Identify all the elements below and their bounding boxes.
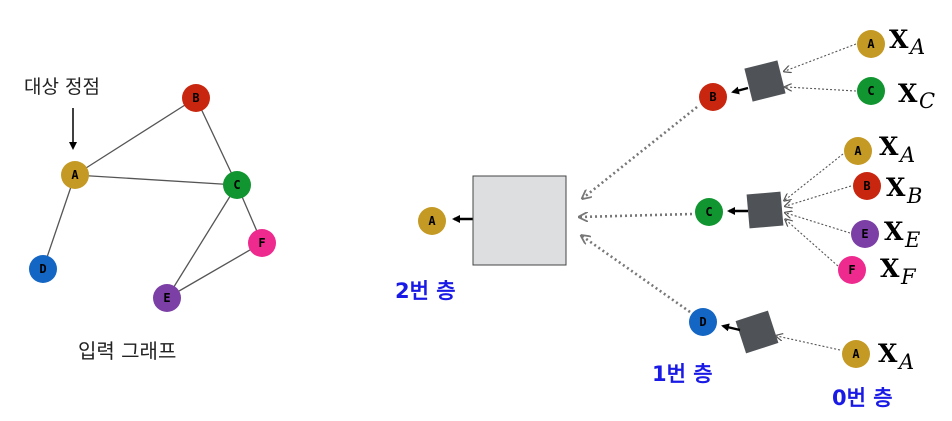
- edge-B-C: [195, 97, 238, 186]
- svg-text:B: B: [192, 91, 199, 105]
- edge-E-to-aggC: [786, 213, 851, 234]
- svg-text:B: B: [906, 184, 922, 208]
- dotted-C-to-box: [580, 214, 693, 217]
- layer0-label: 0번 층: [832, 386, 893, 410]
- root-node-A: A: [418, 207, 446, 235]
- layer1-node-B: B: [699, 83, 727, 111]
- svg-text:A: A: [852, 347, 860, 361]
- svg-text:A: A: [908, 35, 925, 59]
- svg-text:A: A: [428, 214, 436, 228]
- svg-text:X: X: [886, 173, 906, 202]
- edge-C-to-aggB: [786, 87, 857, 92]
- dotted-D-to-box: [582, 236, 691, 314]
- layer1-label: 1번 층: [652, 362, 713, 386]
- input-node-F: F: [248, 229, 276, 257]
- aggregator-D: [735, 310, 779, 354]
- input-graph: 대상 정점 A B C D E F 입력 그래프: [24, 76, 276, 363]
- leaf-C-F: F X F: [838, 254, 917, 289]
- input-graph-caption: 입력 그래프: [78, 339, 176, 363]
- edge-F-to-aggC: [786, 220, 839, 267]
- svg-text:C: C: [919, 89, 935, 113]
- svg-text:A: A: [854, 144, 862, 158]
- aggregator-C: [746, 191, 784, 229]
- layer1-node-C: C: [695, 198, 723, 226]
- input-graph-edges: [42, 97, 263, 299]
- svg-text:D: D: [699, 315, 706, 329]
- edge-B-to-aggC: [786, 185, 852, 206]
- aggregator-B-output-arrow: [731, 86, 749, 95]
- leaf-B-A: A X A: [857, 25, 925, 59]
- svg-text:C: C: [867, 84, 874, 98]
- target-node-label: 대상 정점: [24, 76, 100, 98]
- input-node-E: E: [153, 284, 181, 312]
- leaf-B-C: C X C: [857, 77, 935, 113]
- layer1-to-layer2-edges: [580, 105, 698, 314]
- svg-text:X: X: [898, 79, 918, 108]
- edge-E-F: [166, 242, 263, 299]
- svg-text:X: X: [889, 25, 909, 54]
- svg-text:X: X: [879, 132, 899, 161]
- svg-text:F: F: [258, 236, 265, 250]
- svg-text:A: A: [898, 143, 915, 167]
- input-node-A: A: [61, 161, 89, 189]
- svg-text:C: C: [233, 178, 240, 192]
- svg-text:X: X: [878, 339, 898, 368]
- edge-A-to-aggD: [777, 336, 841, 351]
- svg-text:A: A: [867, 37, 875, 51]
- svg-text:B: B: [863, 179, 870, 193]
- layer2-aggregator-box: [472, 175, 567, 266]
- aggregator-B: [744, 60, 786, 102]
- svg-text:X: X: [884, 217, 904, 246]
- svg-text:A: A: [897, 350, 914, 374]
- leaf-C-A: A X A: [844, 132, 915, 167]
- leaf-C-B: B X B: [853, 172, 922, 208]
- svg-text:C: C: [705, 205, 712, 219]
- svg-text:F: F: [848, 263, 855, 277]
- layer2-label: 2번 층: [395, 279, 456, 303]
- svg-text:B: B: [709, 90, 716, 104]
- layer1-node-D: D: [689, 308, 717, 336]
- layer0-to-layer1-edges: [777, 43, 857, 351]
- svg-text:A: A: [71, 168, 79, 182]
- aggregator-D-output-arrow: [721, 323, 741, 332]
- edge-A-C: [74, 174, 238, 186]
- edge-A-to-aggC: [785, 153, 844, 200]
- svg-text:E: E: [163, 291, 170, 305]
- edge-A-B: [74, 97, 197, 176]
- svg-text:D: D: [39, 262, 46, 276]
- leaf-D-A: A X A: [842, 339, 914, 374]
- input-node-D: D: [29, 255, 57, 283]
- edge-A-D: [42, 174, 76, 270]
- computation-tree: A 2번 층 B C D 1번 층: [395, 25, 935, 410]
- svg-text:E: E: [861, 227, 868, 241]
- edge-A-to-aggB: [785, 43, 857, 71]
- svg-text:X: X: [880, 254, 900, 283]
- input-node-C: C: [223, 171, 251, 199]
- input-node-B: B: [182, 84, 210, 112]
- svg-text:F: F: [900, 265, 917, 289]
- edge-C-E: [166, 184, 238, 299]
- dotted-B-to-box: [583, 105, 698, 198]
- svg-text:E: E: [904, 228, 920, 252]
- leaf-C-E: E X E: [851, 217, 920, 252]
